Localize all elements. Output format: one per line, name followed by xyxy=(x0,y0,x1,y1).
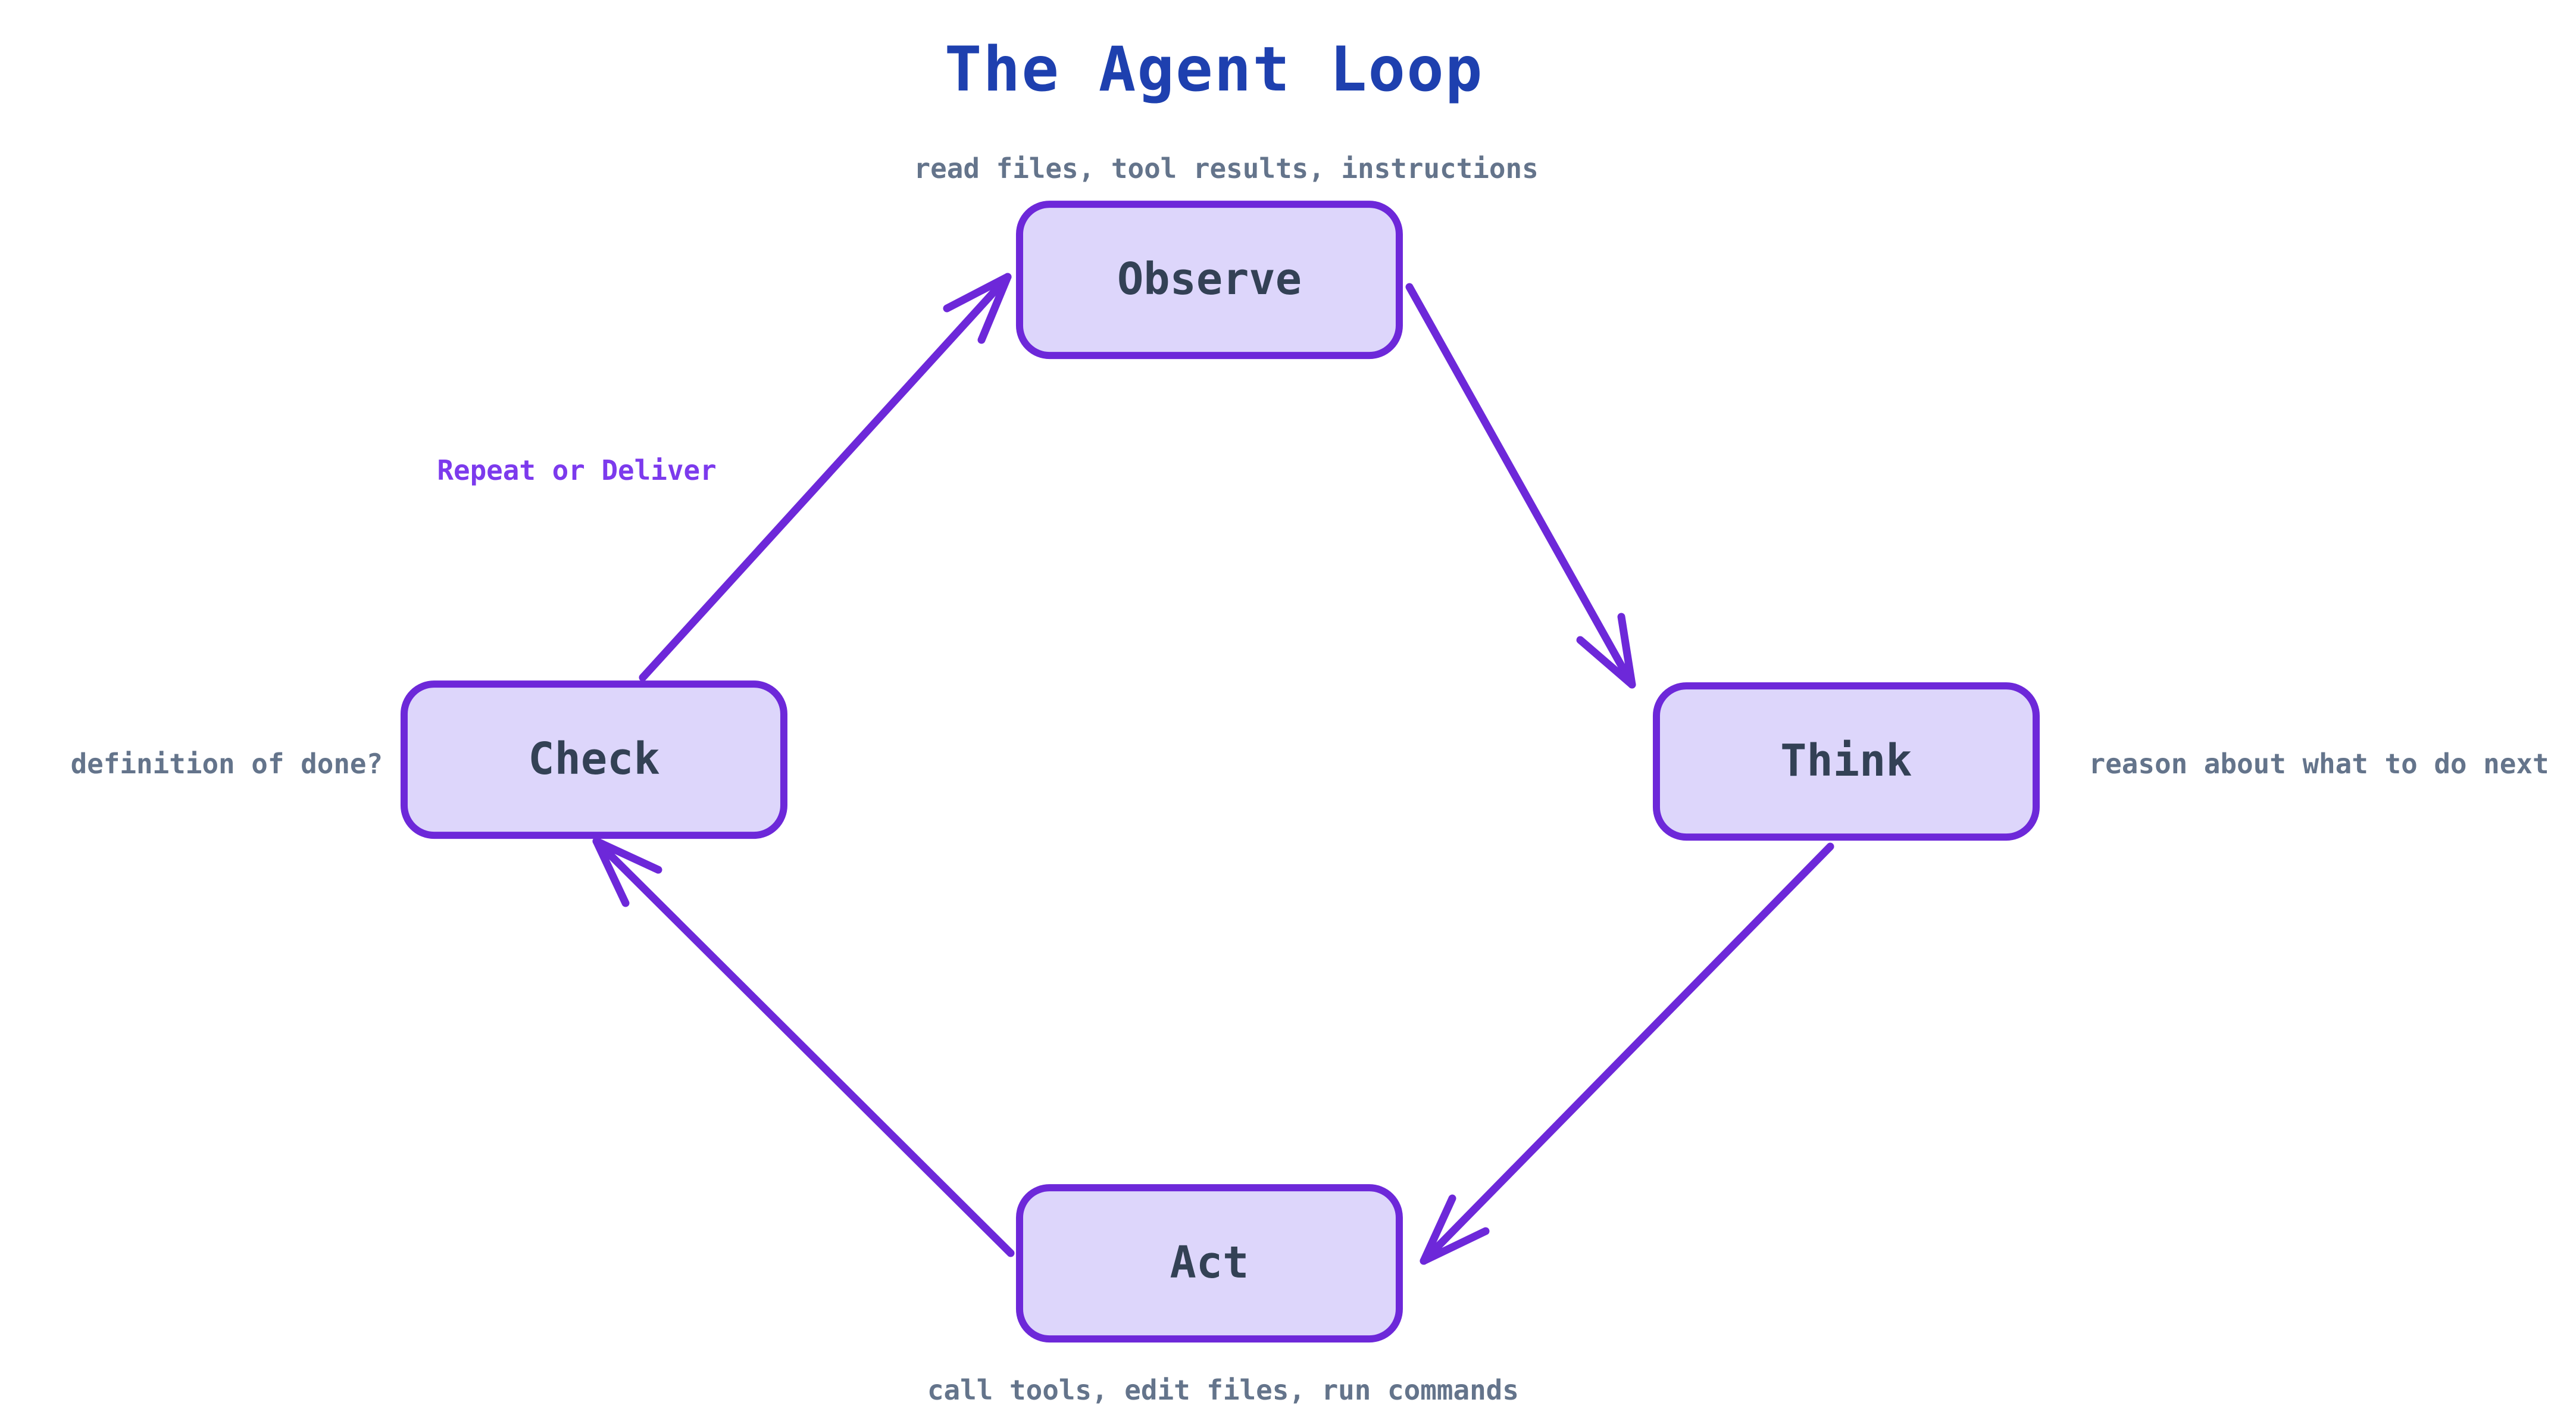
edge-label-repeat-or-deliver: Repeat or Deliver xyxy=(437,454,717,486)
think-caption: reason about what to do next xyxy=(2089,748,2549,780)
arrow-check-to-observe-head xyxy=(943,273,1012,344)
arrow-think-to-act-shaft xyxy=(1420,842,1834,1265)
node-act-label: Act xyxy=(1170,1238,1249,1289)
check-caption: definition of done? xyxy=(70,748,383,780)
observe-caption: read files, tool results, instructions xyxy=(914,152,1539,185)
node-check-label: Check xyxy=(528,734,660,785)
arrow-observe-to-think xyxy=(1405,283,1636,689)
arrow-observe-to-think-head xyxy=(1576,613,1636,689)
arrow-check-to-observe xyxy=(639,273,1012,682)
arrow-think-to-act-head xyxy=(1420,1194,1490,1265)
arrow-act-to-check-shaft xyxy=(592,837,1015,1257)
arrow-check-to-observe-shaft xyxy=(639,273,1012,682)
node-act: Act xyxy=(1015,1184,1403,1342)
node-observe: Observe xyxy=(1015,201,1403,359)
arrow-think-to-act xyxy=(1420,842,1834,1265)
arrow-act-to-check xyxy=(592,837,1015,1257)
node-check: Check xyxy=(401,680,788,839)
act-caption: call tools, edit files, run commands xyxy=(927,1373,1519,1406)
node-observe-label: Observe xyxy=(1117,254,1302,305)
node-think-label: Think xyxy=(1780,736,1912,787)
arrow-act-to-check-head xyxy=(592,837,662,907)
node-think: Think xyxy=(1652,682,2040,841)
arrow-observe-to-think-shaft xyxy=(1405,283,1636,689)
diagram-title: The Agent Loop xyxy=(944,33,1484,105)
